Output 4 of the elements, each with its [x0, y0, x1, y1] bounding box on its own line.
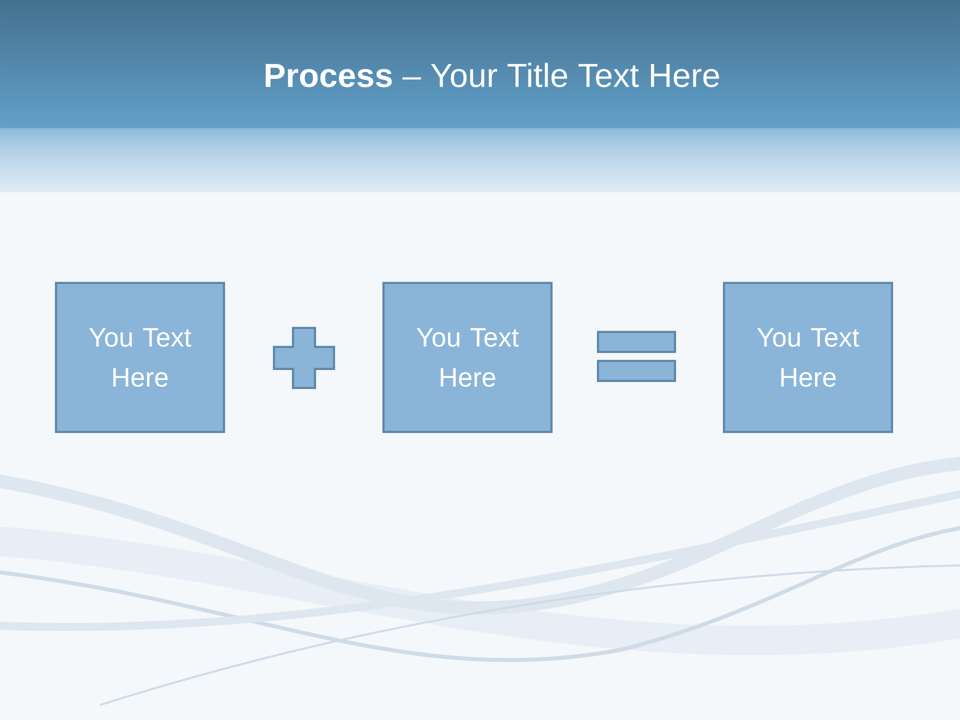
- process-box: You Text Here: [382, 282, 553, 434]
- title: Process – Your Title Text Here: [266, 62, 719, 88]
- process-box: You Text Here: [54, 282, 226, 434]
- process-box: You Text Here: [722, 282, 894, 434]
